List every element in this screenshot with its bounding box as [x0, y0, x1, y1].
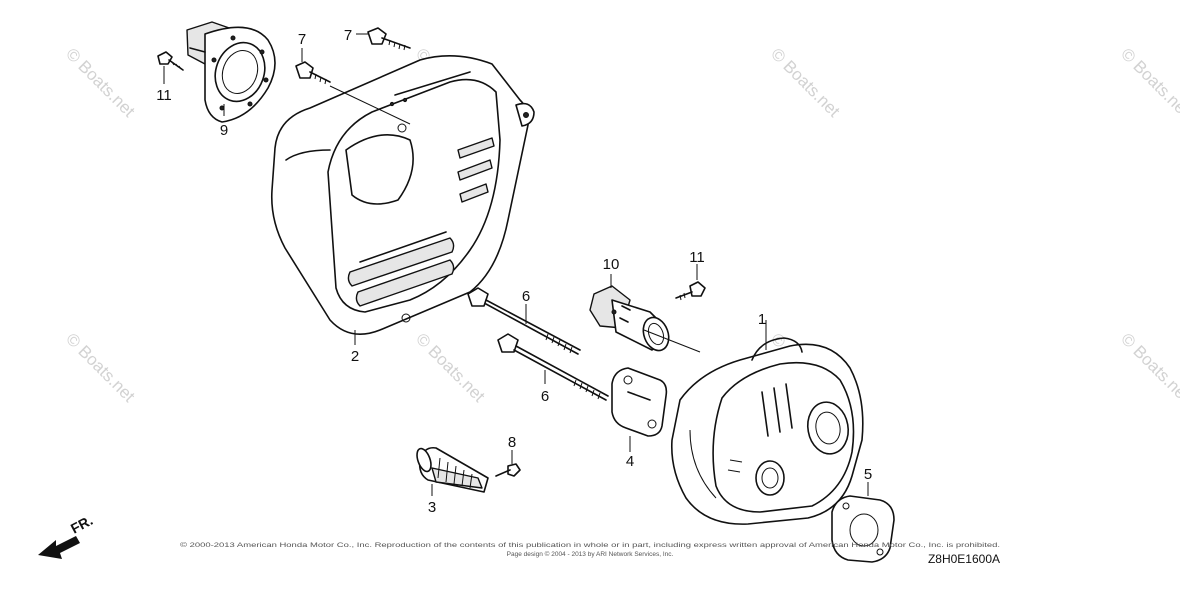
callout-9: 9	[220, 122, 228, 139]
watermark: © Boats.net	[1117, 44, 1180, 121]
front-label: FR.	[68, 512, 95, 537]
screw-drawing	[495, 463, 521, 477]
exhaust-pipe-drawing	[589, 285, 670, 352]
stud-bolt-drawing	[497, 333, 609, 401]
callout-1: 1	[758, 311, 766, 328]
callout-4: 4	[626, 453, 634, 470]
exhaust-gasket-drawing	[831, 495, 895, 563]
flange-bolt-drawing	[295, 61, 331, 85]
front-arrow-icon	[38, 536, 80, 559]
watermark: © Boats.net	[62, 44, 139, 121]
callout-6: 6	[522, 288, 530, 305]
watermark: © Boats.net	[412, 329, 489, 406]
page-design-line: Page design © 2004 - 2013 by ARI Network…	[507, 550, 674, 558]
leader-lines	[163, 33, 869, 496]
exhaust-deflector-drawing	[186, 21, 276, 123]
tapping-screw-drawing	[157, 51, 184, 71]
callout-10: 10	[603, 256, 620, 273]
callout-7: 7	[344, 27, 352, 44]
callouts: 11 9 7 7 2 10 11 6 6 4 1 8 3 5	[156, 27, 872, 516]
spark-arrester-drawing	[416, 446, 489, 493]
tapping-screw-drawing	[675, 281, 706, 301]
callout-11: 11	[156, 87, 172, 104]
callout-11: 11	[689, 249, 705, 266]
muffler-drawing	[670, 337, 864, 525]
callout-6: 6	[541, 388, 549, 405]
watermark: © Boats.net	[62, 329, 139, 406]
watermark: © Boats.net	[767, 44, 844, 121]
callout-7: 7	[298, 31, 306, 48]
muffler-protector-drawing	[270, 55, 535, 336]
watermark: © Boats.net	[1117, 329, 1180, 406]
front-indicator: FR.	[38, 512, 95, 559]
muffler-gasket-drawing	[611, 367, 668, 437]
callout-5: 5	[864, 466, 872, 483]
callout-3: 3	[428, 499, 436, 516]
stud-bolt-drawing	[467, 287, 581, 355]
flange-bolt-drawing	[367, 27, 411, 51]
callout-2: 2	[351, 348, 359, 365]
callout-8: 8	[508, 434, 516, 451]
copyright-line: © 2000-2013 American Honda Motor Co., In…	[180, 541, 1000, 549]
drawing-code: Z8H0E1600A	[928, 552, 1000, 566]
